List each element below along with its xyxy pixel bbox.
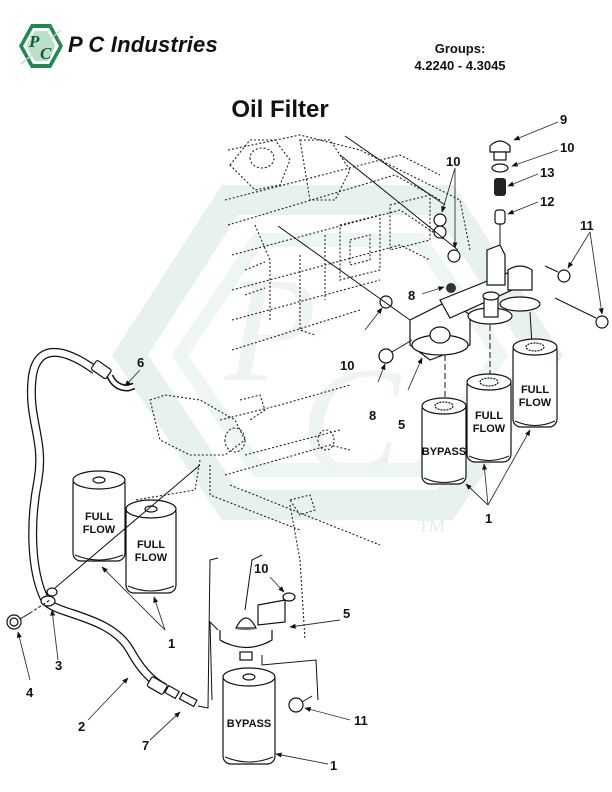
callout-7: 7 — [142, 738, 149, 753]
mount-bolts — [544, 265, 609, 329]
callout-8: 8 — [408, 288, 415, 303]
callout-10: 10 — [340, 358, 354, 373]
logo-letter-c: C — [40, 44, 52, 63]
relief-valve-stack — [489, 140, 511, 196]
groups-label: Groups: — [434, 41, 486, 56]
right-full-flow-filter-1: FULL FLOW — [466, 373, 512, 463]
filter-label-full: FULL — [137, 539, 165, 551]
callout-leaders — [16, 121, 604, 765]
filter-label-flow: FLOW — [135, 552, 168, 564]
callout-1: 1 — [168, 636, 175, 651]
callout-10: 10 — [560, 140, 574, 155]
filter-label-flow: FLOW — [83, 524, 116, 536]
filter-label-full: FULL — [85, 511, 113, 523]
bypass-mount-bolt — [288, 695, 313, 713]
callout-10: 10 — [446, 154, 460, 169]
valve-cup — [494, 209, 506, 225]
callout-5: 5 — [398, 417, 405, 432]
callout-11: 11 — [580, 218, 594, 233]
callout-1: 1 — [485, 511, 492, 526]
callout-2: 2 — [78, 719, 85, 734]
alignment-line — [54, 464, 201, 589]
callout-9: 9 — [560, 112, 567, 127]
pc-industries-logo: P C — [17, 22, 65, 70]
callout-3: 3 — [55, 658, 62, 673]
callout-4: 4 — [26, 685, 34, 700]
left-full-flow-filter-1: FULL FLOW — [72, 470, 126, 562]
left-full-flow-filter-2: FULL FLOW — [125, 499, 177, 594]
plugs — [378, 283, 456, 364]
groups-range: 4.2240 - 4.3045 — [414, 58, 506, 73]
bypass-filter-base — [209, 554, 319, 701]
connector-fitting — [178, 557, 219, 709]
watermark-logo: P C TM — [112, 185, 563, 536]
watermark-tm: TM — [418, 516, 445, 536]
filter-head-assembly — [409, 209, 541, 361]
callout-12: 12 — [540, 194, 554, 209]
callout-8: 8 — [369, 408, 376, 423]
filter-label-full: FULL — [521, 384, 549, 396]
brand-name: P C Industries — [68, 32, 218, 57]
oil-pump-phantom — [134, 384, 381, 641]
filter-label-flow: FLOW — [473, 423, 506, 435]
elbow-fitting — [106, 374, 136, 392]
filter-label-flow: FLOW — [519, 397, 552, 409]
filter-label-full: FULL — [475, 410, 503, 422]
oil-hose — [26, 347, 181, 700]
right-full-flow-filter-2: FULL FLOW — [512, 338, 558, 428]
callout-6: 6 — [137, 355, 144, 370]
callout-5: 5 — [343, 606, 350, 621]
callout-10: 10 — [254, 561, 268, 576]
callout-1: 1 — [330, 758, 337, 773]
page-title: Oil Filter — [231, 96, 329, 123]
clamp-bolt — [6, 599, 51, 630]
filter-label-bypass: BYPASS — [422, 446, 466, 458]
logo-letter-p: P — [28, 32, 40, 51]
right-bypass-filter: BYPASS — [421, 397, 467, 485]
bypass-filter-lower: BYPASS — [222, 667, 276, 765]
callout-13: 13 — [540, 165, 554, 180]
callout-11: 11 — [354, 713, 368, 728]
bypass-base-seal — [282, 592, 296, 602]
groups-info: Groups: 4.2240 - 4.3045 — [400, 40, 520, 74]
seal-rings — [277, 135, 461, 321]
filter-label-bypass: BYPASS — [227, 718, 271, 730]
